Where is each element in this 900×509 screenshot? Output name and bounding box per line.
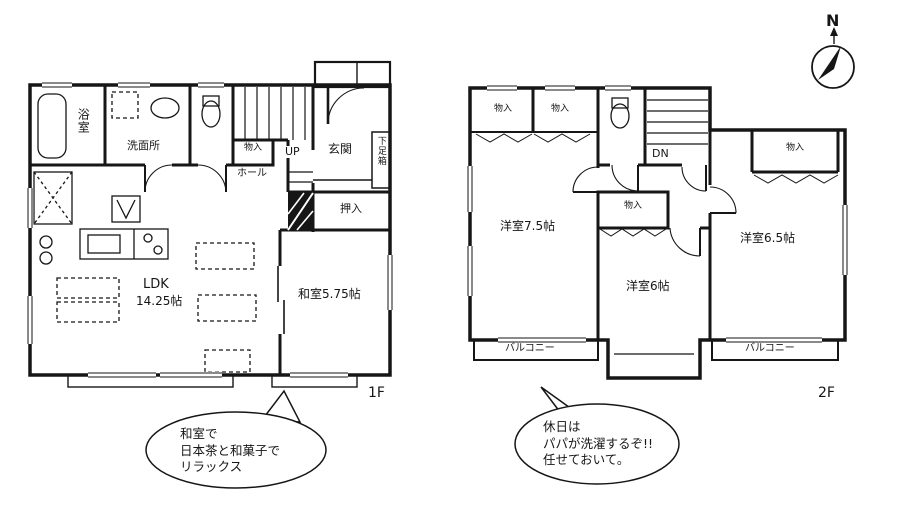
floor1-label: 1F: [368, 385, 385, 401]
floor2-doors: [572, 164, 737, 257]
floor2-balconies: [473, 340, 839, 361]
floor2-closet-doors: [475, 133, 839, 237]
balcony-right-label: バルコニー: [745, 343, 795, 354]
bubble-floor1-line1: 和室で: [180, 426, 218, 441]
bubble-floor1-shape: [145, 389, 327, 489]
room-label-hall: ホール: [237, 168, 267, 179]
room-label-western-7-5: 洋室7.5帖: [500, 219, 556, 233]
bubble-floor2-line3: 任せておいて。: [543, 452, 630, 467]
room-label-washroom: 洗面所: [127, 139, 160, 152]
floor1-fixtures: [33, 91, 391, 388]
stairs-down-label: DN: [651, 147, 670, 161]
room-label-ldk-size: 14.25帖: [136, 294, 183, 308]
bubble-floor1-text: 和室で 日本茶と和菓子で リラックス: [180, 426, 280, 476]
bubble-floor1-line3: リラックス: [180, 459, 243, 474]
room-label-entrance: 玄関: [328, 142, 353, 156]
floor1-stairs: [244, 87, 313, 183]
bubble-floor1-line2: 日本茶と和菓子で: [180, 442, 281, 458]
stairs-up-label: UP: [284, 145, 301, 159]
floor2-inner-walls: [470, 88, 840, 340]
room-label-japanese-room: 和室5.75帖: [298, 287, 361, 301]
room-label-western-6-5: 洋室6.5帖: [740, 231, 796, 245]
room-label-storage-2f-d: 物入: [624, 201, 643, 211]
room-label-storage-2f-a: 物入: [494, 104, 513, 114]
floor2-label: 2F: [818, 385, 835, 401]
room-label-storage-2f-c: 物入: [786, 143, 805, 153]
room-label-ldk: LDK: [143, 277, 169, 292]
floor1-windows: [26, 81, 394, 379]
floor2-windows: [466, 84, 849, 344]
room-label-storage-1f: 物入: [243, 143, 264, 154]
room-label-storage-2f-b: 物入: [551, 104, 570, 114]
room-label-bath: 浴室: [76, 108, 91, 134]
room-label-western-6: 洋室6帖: [626, 279, 670, 293]
floor1-understairs: [287, 192, 314, 231]
compass-north-label: N: [826, 11, 840, 30]
floor1-doors: [144, 87, 372, 334]
compass-icon: [811, 27, 855, 89]
bubble-floor2-text: 休日は パパが洗濯するぞ!! 任せておいて。: [543, 419, 653, 469]
room-label-shoebox: 下足箱: [375, 136, 386, 166]
bubble-floor2-line2: パパが洗濯するぞ!!: [543, 435, 654, 451]
bubble-floor2-shape: [514, 386, 680, 485]
balcony-left-label: バルコニー: [505, 343, 555, 354]
floor2-fixtures: [610, 97, 630, 129]
bubble-floor2-line1: 休日は: [543, 419, 581, 434]
room-label-closet-1f: 押入: [340, 202, 362, 215]
floor2-stairs: [647, 99, 708, 145]
